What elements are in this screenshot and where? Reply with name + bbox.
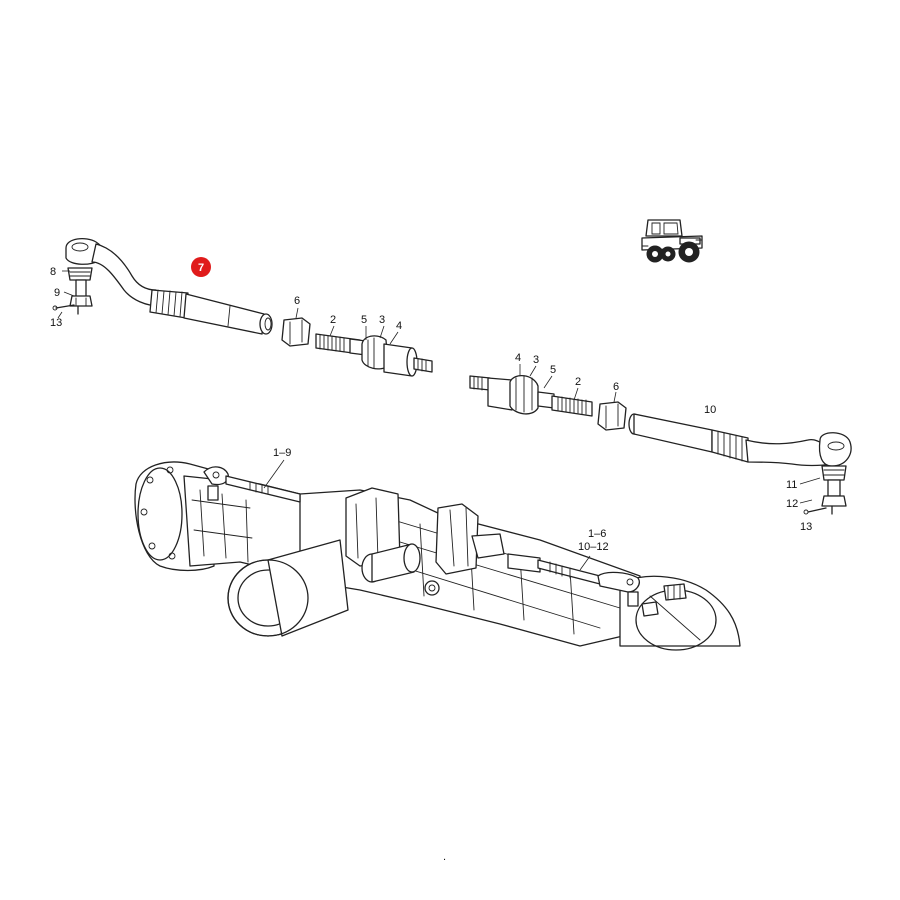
right-inner-ball-joint bbox=[469, 375, 539, 415]
callout-10-12: 10–12 bbox=[578, 541, 609, 553]
left-lock-nut bbox=[281, 317, 311, 347]
callout-2-left: 2 bbox=[330, 314, 336, 326]
callout-13-left: 13 bbox=[50, 317, 62, 329]
callout-4-left: 4 bbox=[396, 320, 402, 332]
callout-4-right: 4 bbox=[515, 352, 521, 364]
leader-lines bbox=[57, 270, 821, 571]
callout-10: 10 bbox=[704, 404, 716, 416]
callout-1-9: 1–9 bbox=[273, 447, 291, 459]
right-tie-rod-end bbox=[745, 432, 852, 515]
footer-mark: . bbox=[443, 851, 446, 863]
installed-left-tie-rod bbox=[203, 466, 301, 503]
callout-5-left: 5 bbox=[361, 314, 367, 326]
callout-2-right: 2 bbox=[575, 376, 581, 388]
callout-9: 9 bbox=[54, 287, 60, 299]
highlighted-part-7-marker[interactable]: 7 bbox=[191, 257, 211, 277]
right-threaded-stud bbox=[537, 391, 593, 417]
callout-3-right: 3 bbox=[533, 354, 539, 366]
callout-3-left: 3 bbox=[379, 314, 385, 326]
callout-labels: 8 9 13 6 2 5 3 4 4 3 5 2 6 10 11 12 13 1… bbox=[50, 266, 812, 553]
callout-6-right: 6 bbox=[613, 381, 619, 393]
callout-11: 11 bbox=[786, 479, 797, 491]
right-lock-nut bbox=[597, 401, 627, 431]
highlight-dot[interactable] bbox=[191, 257, 211, 277]
callout-12: 12 bbox=[786, 498, 798, 510]
callout-6-left: 6 bbox=[294, 295, 300, 307]
front-axle-assembly bbox=[134, 461, 741, 651]
callout-13-right: 13 bbox=[800, 521, 812, 533]
installed-right-tie-rod bbox=[507, 553, 640, 607]
highlight-label[interactable]: 7 bbox=[198, 262, 204, 274]
left-tie-rod-end bbox=[52, 237, 161, 315]
right-tie-rod-tube bbox=[628, 413, 749, 463]
callout-8: 8 bbox=[50, 266, 56, 278]
left-tie-rod-tube bbox=[149, 289, 273, 335]
callout-5-right: 5 bbox=[550, 364, 556, 376]
left-threaded-stud bbox=[315, 333, 367, 356]
left-inner-ball-joint bbox=[361, 335, 433, 377]
callout-1-6: 1–6 bbox=[588, 528, 606, 540]
tractor-icon bbox=[641, 219, 703, 263]
